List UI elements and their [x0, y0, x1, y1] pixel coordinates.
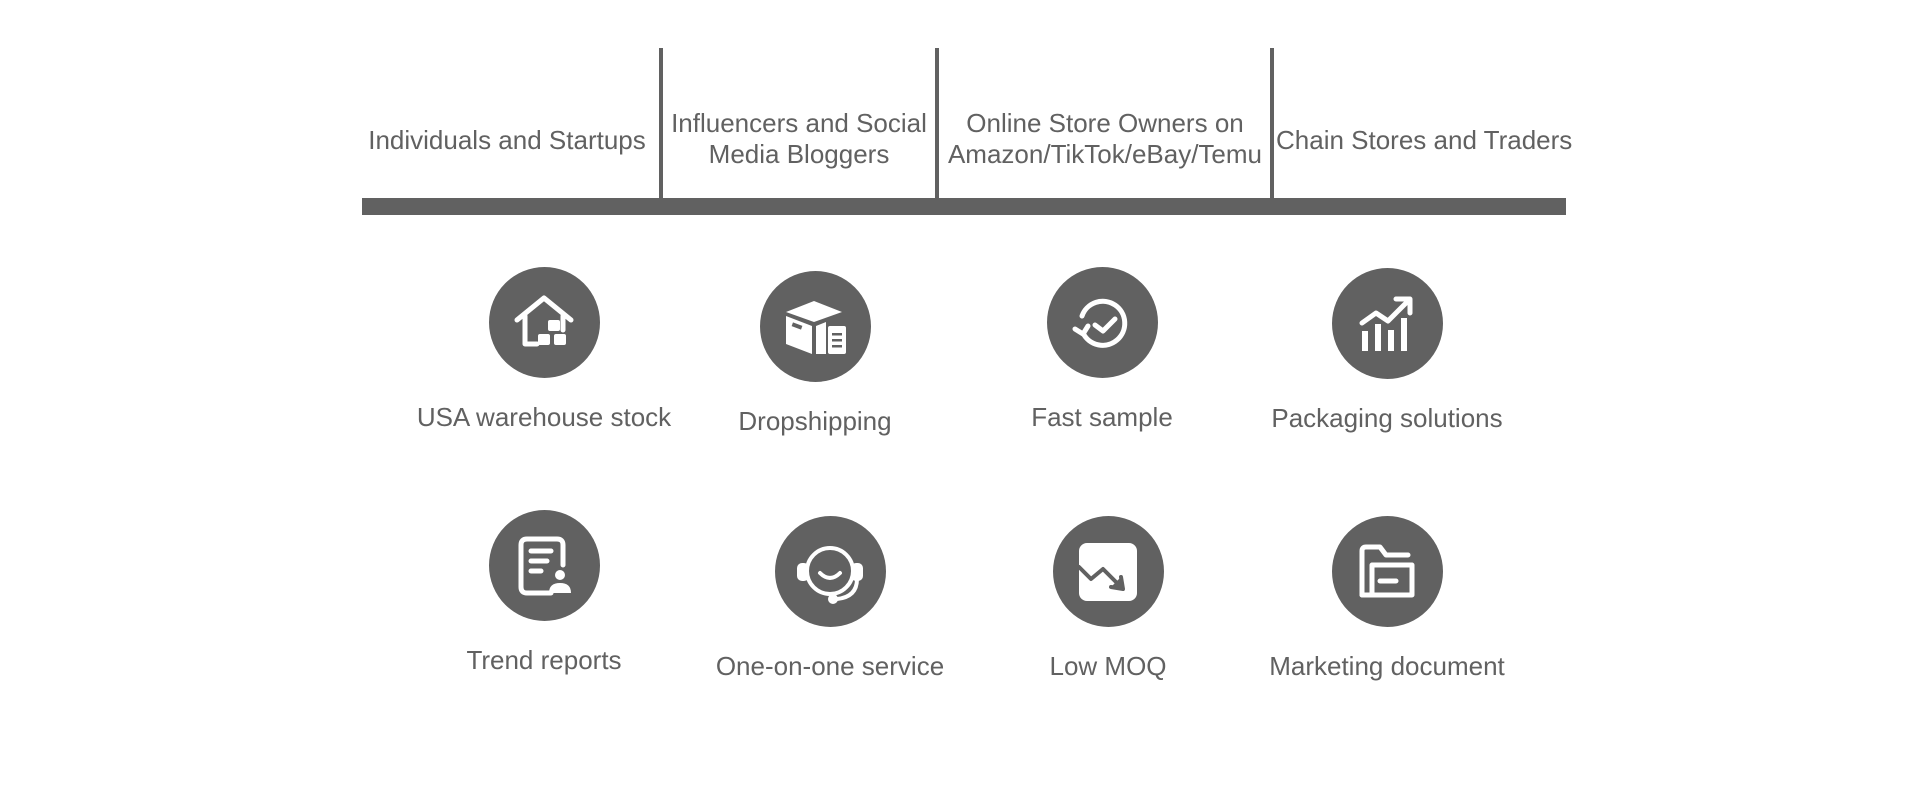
service-label: Fast sample: [1031, 402, 1173, 432]
service-label: Trend reports: [466, 645, 622, 675]
service-fast-sample: Fast sample: [952, 267, 1252, 433]
report-document-icon: [488, 510, 600, 621]
service-dropshipping: Dropshipping: [665, 271, 965, 437]
headset-support-icon: [774, 516, 886, 627]
segment-label-line: Influencers and Social: [671, 108, 927, 138]
segment-label-line: Online Store Owners on: [966, 108, 1244, 138]
service-packaging-solutions: Packaging solutions: [1237, 268, 1537, 434]
service-label: Low MOQ: [1049, 651, 1167, 681]
segment-label-line: Individuals and Startups: [368, 125, 646, 155]
segment-individuals-startups: Individuals and Startups: [362, 125, 652, 156]
service-label: Marketing document: [1269, 651, 1505, 681]
folder-icon: [1331, 516, 1443, 627]
warehouse-house-icon: [488, 267, 600, 378]
service-label: Dropshipping: [738, 406, 892, 436]
service-usa-warehouse-stock: USA warehouse stock: [394, 267, 694, 433]
segment-online-store-owners: Online Store Owners on Amazon/TikTok/eBa…: [940, 108, 1270, 170]
segment-divider: [659, 48, 663, 200]
segment-label-line: Amazon/TikTok/eBay/Temu: [947, 139, 1263, 169]
segment-label-line: Media Bloggers: [708, 139, 890, 169]
segment-label-line: Chain Stores and Traders: [1276, 125, 1573, 155]
box-package-icon: [759, 271, 871, 382]
segment-divider: [1270, 48, 1274, 200]
segment-chain-stores-traders: Chain Stores and Traders: [1276, 125, 1573, 156]
clock-refresh-icon: [1046, 267, 1158, 378]
segment-divider: [935, 48, 939, 200]
segment-influencers-bloggers: Influencers and Social Media Bloggers: [664, 108, 934, 170]
header-bar: [362, 198, 1566, 215]
service-trend-reports: Trend reports: [394, 510, 694, 676]
service-label: Packaging solutions: [1271, 403, 1503, 433]
service-one-on-one: One-on-one service: [680, 516, 980, 682]
service-label: USA warehouse stock: [416, 402, 672, 432]
service-label: One-on-one service: [715, 651, 945, 681]
downtrend-chart-icon: [1052, 516, 1164, 627]
growth-chart-icon: [1331, 268, 1443, 379]
service-low-moq: Low MOQ: [958, 516, 1258, 682]
service-marketing-document: Marketing document: [1237, 516, 1537, 682]
